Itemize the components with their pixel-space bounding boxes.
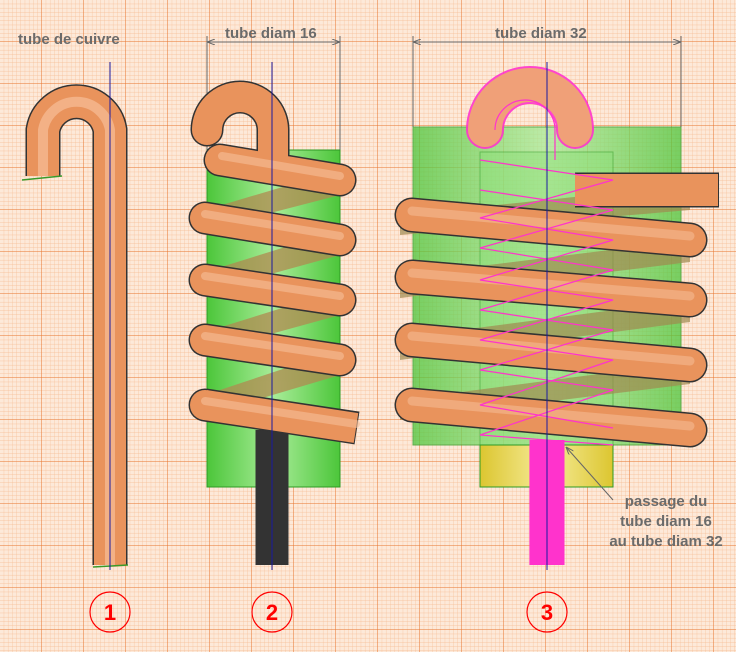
figure-number-2-text: 2 [266, 600, 278, 625]
fig2-dimension-label: tube diam 16 [225, 25, 317, 42]
figure-number-1-text: 1 [104, 600, 116, 625]
fig1-title: tube de cuivre [18, 31, 120, 48]
annotation-line-3: au tube diam 32 [609, 533, 722, 550]
fig3-dimension-label: tube diam 32 [495, 25, 587, 42]
figure-number-3: 3 [526, 591, 568, 633]
figure-number-3-text: 3 [541, 600, 553, 625]
annotation-line-1: passage du [625, 493, 708, 510]
annotation-line-2: tube diam 16 [620, 513, 712, 530]
annotation-arrow [566, 447, 614, 501]
annotation-text: passage du tube diam 16 au tube diam 32 [609, 493, 722, 550]
figure-number-2: 2 [251, 591, 293, 633]
figure-number-1: 1 [89, 591, 131, 633]
fig3-dimension-line [412, 36, 682, 127]
figure-1-hook-tube [21, 84, 129, 568]
